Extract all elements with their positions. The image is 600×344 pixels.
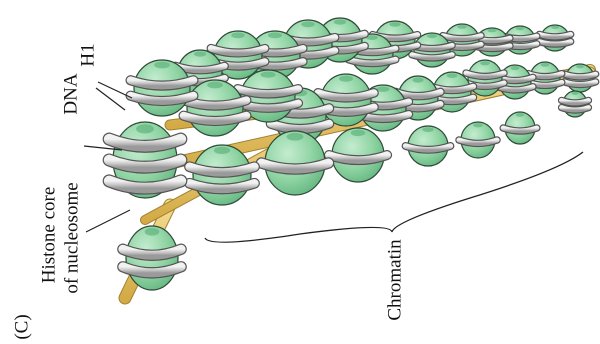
histone-cap <box>541 63 549 67</box>
chromatin-label: Chromatin <box>386 239 405 320</box>
histone-cap <box>136 124 154 133</box>
dna-wrap <box>564 74 595 77</box>
histone-cap <box>511 66 520 70</box>
histone-cap <box>516 27 524 30</box>
dna-label: DNA <box>62 73 81 114</box>
histone-core-label-line-2: of nucleosome <box>63 182 82 293</box>
dna-wrap <box>562 108 589 110</box>
histone-cap <box>145 228 160 236</box>
histone-cap <box>194 51 206 56</box>
nucleosome <box>539 25 570 51</box>
histone-cap <box>576 65 584 68</box>
nucleosome <box>459 122 497 158</box>
histone-cap <box>207 82 223 89</box>
nucleosome-array <box>109 18 596 290</box>
histone-cap <box>447 73 458 78</box>
histone-cap <box>154 62 170 69</box>
histone-core-label-line-1: Histone core <box>40 187 59 284</box>
histone-cap <box>422 127 433 132</box>
histone-cap <box>287 133 304 141</box>
dna-wrap <box>564 82 595 85</box>
histone-cap <box>334 19 346 24</box>
nucleosome <box>109 122 181 198</box>
histone-cap <box>351 130 366 136</box>
nucleosome <box>329 128 387 182</box>
h1-label: H1 <box>79 43 98 66</box>
nucleosome <box>406 126 451 166</box>
dna-leader-line <box>96 88 125 110</box>
histone-cap <box>488 29 497 32</box>
histone-cap <box>412 77 423 82</box>
histone-cap <box>480 61 490 65</box>
histone-cap <box>268 32 282 38</box>
histone-cap <box>473 123 483 127</box>
histone-core-leader-line <box>86 210 130 232</box>
histone-cap <box>457 25 467 29</box>
nucleosome <box>503 112 537 144</box>
histone-cap <box>231 32 244 38</box>
dna-wrap <box>539 34 570 36</box>
histone-cap <box>427 34 437 38</box>
histone-cap <box>339 76 353 82</box>
panel-letter: (C) <box>13 314 32 339</box>
histone-cap <box>260 72 275 78</box>
dna-wrap <box>562 100 589 102</box>
dna-wrap <box>539 42 570 44</box>
histone-cap <box>516 113 524 117</box>
nucleosome <box>562 91 589 117</box>
histone-cap <box>214 147 230 154</box>
histone-cap <box>551 26 559 29</box>
h1-leader-line <box>98 82 132 98</box>
histone-cap <box>389 22 400 27</box>
histone-cap <box>301 21 314 27</box>
histone-cap <box>572 92 579 95</box>
